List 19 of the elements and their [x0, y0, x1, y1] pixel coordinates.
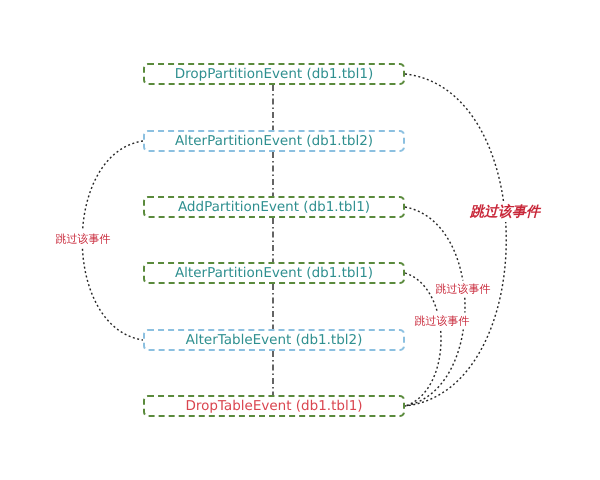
event-box: AddPartitionEvent (db1.tbl1)	[143, 196, 405, 218]
event-box: DropTableEvent (db1.tbl1)	[143, 395, 405, 417]
event-box: AlterTableEvent (db1.tbl2)	[143, 329, 405, 351]
connector-line	[404, 206, 466, 407]
event-box: DropPartitionEvent (db1.tbl1)	[143, 63, 405, 85]
connector-line	[404, 272, 442, 407]
connector-line	[82, 140, 144, 341]
edge-label: 跳过该事件	[412, 312, 472, 330]
connector-line	[404, 73, 507, 407]
event-box: AlterPartitionEvent (db1.tbl1)	[143, 262, 405, 284]
edge-label: 跳过该事件	[434, 280, 492, 298]
edge-label: 跳过该事件	[54, 230, 112, 247]
connector-line	[272, 85, 274, 130]
connector-line	[272, 218, 274, 262]
event-box: AlterPartitionEvent (db1.tbl2)	[143, 130, 405, 152]
connector-line	[272, 351, 274, 395]
edge-label: 跳过该事件	[468, 202, 542, 222]
connector-line	[272, 152, 274, 196]
connector-line	[272, 284, 274, 329]
